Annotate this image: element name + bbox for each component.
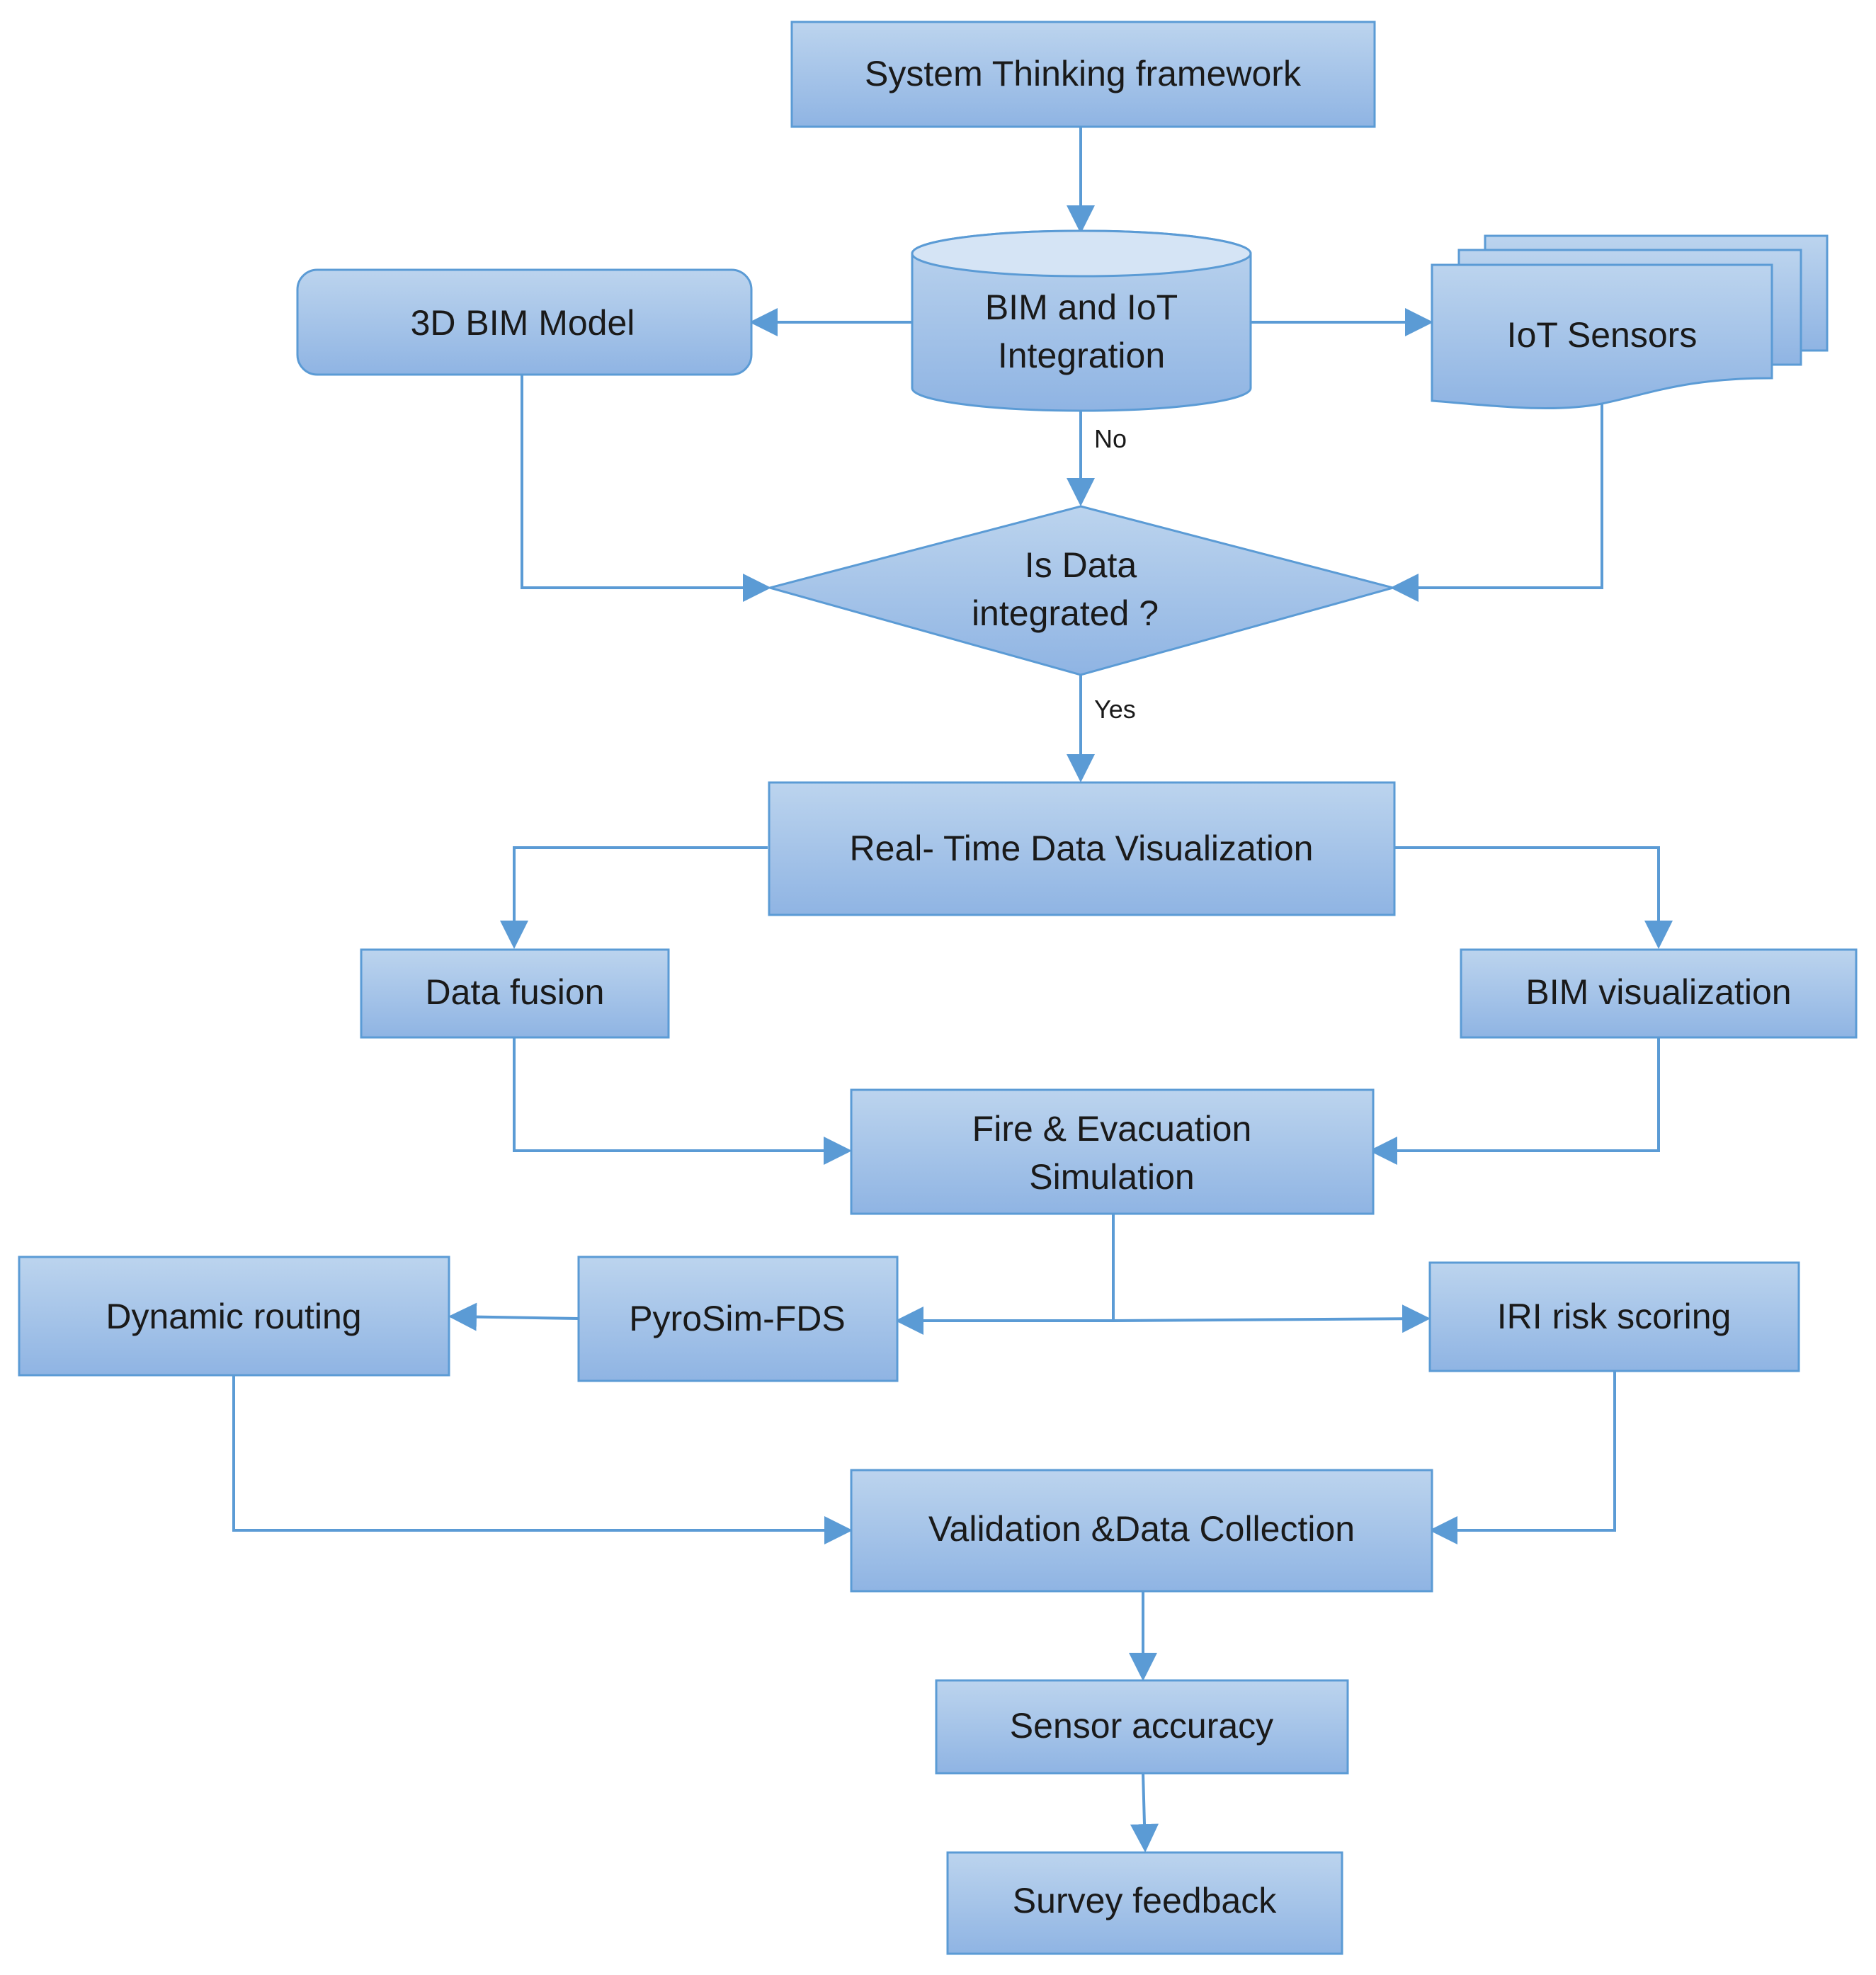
edge-realtime-to-data-fusion <box>500 846 768 949</box>
edge-bim-model-to-decision <box>521 375 771 602</box>
svg-text:Simulation: Simulation <box>1029 1157 1194 1197</box>
node-fire-evacuation-simulation: Fire & Evacuation Simulation <box>850 1088 1375 1215</box>
edge-iot-sensors-to-decision <box>1390 404 1603 602</box>
svg-text:BIM and IoT: BIM and IoT <box>985 288 1178 327</box>
svg-text:Fire & Evacuation: Fire & Evacuation <box>972 1109 1252 1149</box>
node-survey-feedback: Survey feedback <box>946 1851 1343 1955</box>
svg-text:System Thinking framework: System Thinking framework <box>865 54 1302 93</box>
svg-text:integrated ?: integrated ? <box>972 593 1159 633</box>
node-iot-sensors: IoT Sensors <box>1431 234 1829 409</box>
node-pyrosim-fds: PyroSim-FDS <box>577 1256 899 1382</box>
svg-text:IoT Sensors: IoT Sensors <box>1507 315 1698 355</box>
node-decision-is-data-integrated: Is Data integrated ? <box>766 505 1397 676</box>
node-realtime-visualization: Real- Time Data Visualization <box>768 781 1396 916</box>
node-dynamic-routing: Dynamic routing <box>18 1256 450 1377</box>
svg-text:3D BIM Model: 3D BIM Model <box>411 303 635 343</box>
svg-text:Survey feedback: Survey feedback <box>1013 1881 1277 1920</box>
edge-iri-to-validation <box>1429 1371 1616 1544</box>
edge-label-yes: Yes <box>1094 695 1136 724</box>
node-bim-visualization: BIM visualization <box>1460 948 1858 1039</box>
connectors <box>232 127 1673 1852</box>
edge-sensor-accuracy-to-survey <box>1130 1772 1159 1852</box>
edge-realtime-to-bim-vis <box>1393 846 1673 949</box>
svg-text:Sensor accuracy: Sensor accuracy <box>1010 1706 1273 1746</box>
node-system-thinking: System Thinking framework <box>790 21 1376 128</box>
svg-text:Real- Time Data Visualization: Real- Time Data Visualization <box>850 829 1314 868</box>
node-3d-bim-model: 3D BIM Model <box>296 268 753 376</box>
svg-text:BIM visualization: BIM visualization <box>1525 972 1791 1012</box>
node-iri-risk-scoring: IRI risk scoring <box>1428 1261 1800 1372</box>
svg-text:Validation &Data Collection: Validation &Data Collection <box>928 1509 1355 1549</box>
edge-fire-sim-to-iri <box>1113 1304 1431 1333</box>
svg-text:IRI risk scoring: IRI risk scoring <box>1497 1297 1732 1336</box>
svg-text:Is Data: Is Data <box>1025 545 1137 585</box>
edge-bim-vis-to-fire-sim <box>1369 1035 1660 1165</box>
edge-label-no: No <box>1094 424 1127 453</box>
node-bim-iot-integration: BIM and IoT Integration <box>911 229 1252 412</box>
svg-text:PyroSim-FDS: PyroSim-FDS <box>629 1299 846 1338</box>
svg-text:Dynamic routing: Dynamic routing <box>106 1297 361 1336</box>
svg-text:Data fusion: Data fusion <box>426 972 605 1012</box>
edge-pyrosim-to-dynamic-routing <box>448 1302 579 1331</box>
node-sensor-accuracy: Sensor accuracy <box>935 1679 1349 1775</box>
edge-data-fusion-to-fire-sim <box>513 1035 852 1165</box>
edge-dynamic-routing-to-validation <box>232 1376 853 1544</box>
svg-text:Integration: Integration <box>998 336 1165 375</box>
node-data-fusion: Data fusion <box>360 948 670 1039</box>
node-validation-data-collection: Validation &Data Collection <box>850 1469 1433 1593</box>
